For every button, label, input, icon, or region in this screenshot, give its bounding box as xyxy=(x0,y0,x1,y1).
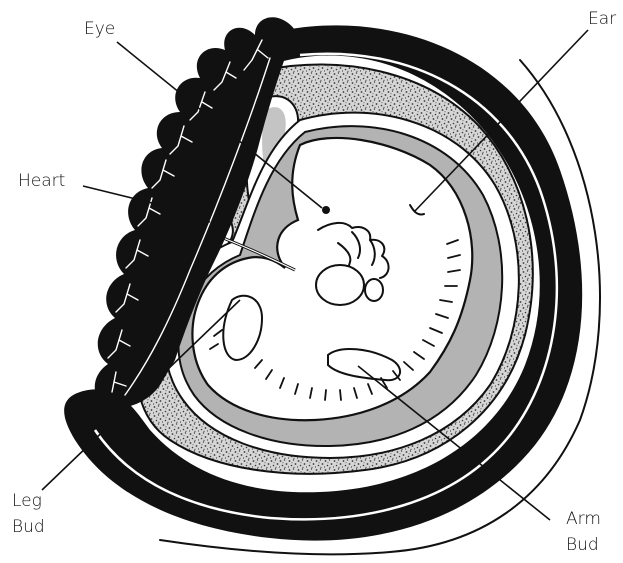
heart-bulge xyxy=(316,265,364,305)
ear-label: Ear xyxy=(588,9,616,29)
arm-bud-label-line2: Bud xyxy=(566,535,599,555)
eye-label: Eye xyxy=(84,19,115,39)
heart-label: Heart xyxy=(18,171,65,191)
liver-bulge xyxy=(365,279,383,301)
eye-dot xyxy=(322,206,330,214)
leg-bud-label-line2: Bud xyxy=(12,517,45,537)
arm-bud-label-line1: Arm xyxy=(566,509,601,529)
leg-bud-label-line1: Leg xyxy=(12,491,42,511)
